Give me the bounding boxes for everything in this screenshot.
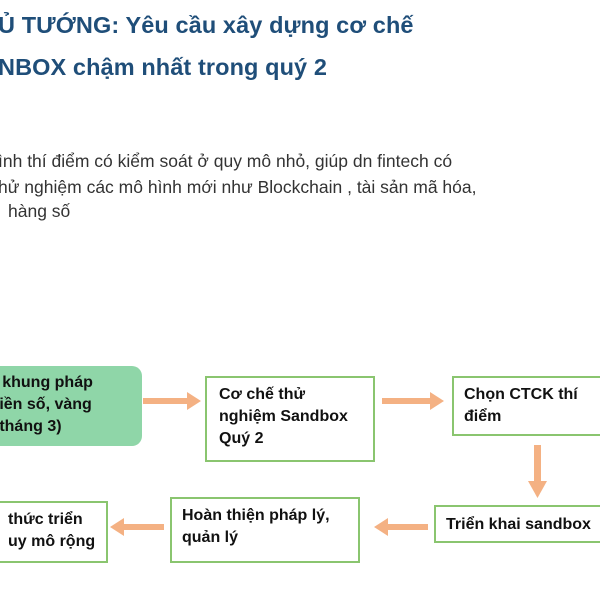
flow-step-2-line-2: nghiệm Sandbox: [219, 408, 348, 425]
flow-step-select-pilot: Chọn CTCK thí điểm: [452, 376, 600, 436]
arrow-step2-to-step3: [382, 392, 444, 410]
flow-step-2-line-1: Cơ chế thử: [219, 386, 306, 403]
flow-step-1-line-3: (tháng 3): [0, 418, 62, 435]
flow-step-6-line-1: thức triển: [8, 511, 83, 528]
body-text-line-1: ình thí điểm có kiểm soát ở quy mô nhỏ, …: [0, 151, 453, 171]
arrow-step1-to-step2: [143, 392, 201, 410]
flow-step-1-line-1: h khung pháp: [0, 374, 93, 391]
body-text-line-3: hàng số: [8, 201, 71, 221]
flow-step-5-line-1: Hoàn thiện pháp lý,: [182, 507, 330, 524]
flow-step-sandbox-mechanism: Cơ chế thử nghiệm Sandbox Quý 2: [205, 376, 375, 462]
flow-step-2-line-3: Quý 2: [219, 430, 264, 447]
flow-step-1-line-2: tiền số, vàng: [0, 396, 92, 413]
flow-step-6-line-2: uy mô rộng: [8, 533, 96, 550]
flow-step-scale-up: thức triển uy mô rộng: [0, 501, 108, 563]
flow-step-5-line-2: quản lý: [182, 529, 239, 546]
flow-step-3-line-1: Chọn CTCK thí: [464, 386, 578, 403]
body-text-line-2: hử nghiệm các mô hình mới như Blockchain…: [0, 177, 477, 197]
slide-title-line-1: Ủ TƯỚNG: Yêu cầu xây dựng cơ chế: [0, 12, 414, 38]
flow-step-legal-framework: h khung pháp tiền số, vàng (tháng 3): [0, 366, 142, 446]
arrow-step5-to-step6: [110, 518, 164, 536]
slide-title-line-2: NBOX chậm nhất trong quý 2: [0, 54, 328, 80]
flow-step-3-line-2: điểm: [464, 408, 502, 425]
arrow-step3-to-step4: [528, 445, 547, 498]
flow-step-4-line-1: Triển khai sandbox: [446, 516, 591, 533]
flow-step-deploy-sandbox: Triển khai sandbox: [434, 505, 600, 543]
flow-step-finalize-legal: Hoàn thiện pháp lý, quản lý: [170, 497, 360, 563]
arrow-step4-to-step5: [374, 518, 428, 536]
